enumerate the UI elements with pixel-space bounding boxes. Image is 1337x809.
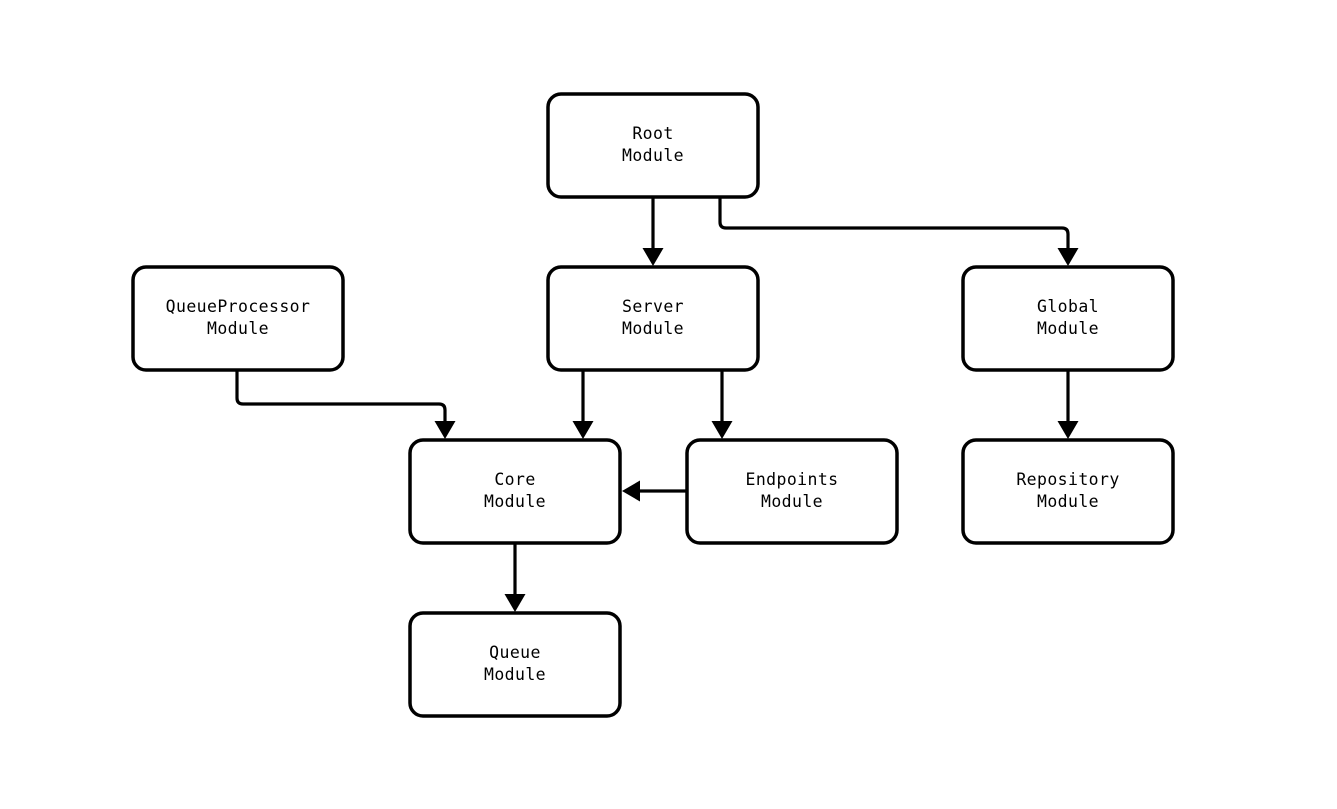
edge-core-to-queue	[504, 543, 526, 612]
node-label-line2: Module	[761, 492, 823, 511]
node-label-line2: Module	[484, 665, 546, 684]
edge-line	[718, 197, 1070, 252]
arrow-head-icon	[434, 421, 456, 439]
node-label-line1: Core	[494, 470, 535, 489]
node-label-line1: Queue	[489, 643, 541, 662]
node-box[interactable]	[961, 265, 1175, 372]
node-label-line1: Endpoints	[745, 470, 838, 489]
node-label-line2: Module	[207, 319, 269, 338]
edge-global-to-repository	[1057, 370, 1079, 439]
arrow-head-icon	[642, 248, 664, 266]
edge-queueprocessor-to-core	[235, 370, 456, 439]
node-label-line2: Module	[1037, 492, 1099, 511]
node-box[interactable]	[961, 438, 1175, 545]
node-label-line2: Module	[484, 492, 546, 511]
edges-layer	[235, 197, 1079, 612]
node-label-line2: Module	[622, 146, 684, 165]
edge-line	[235, 370, 447, 425]
arrow-head-icon	[1057, 421, 1079, 439]
node-box[interactable]	[546, 92, 760, 199]
node-label-line2: Module	[622, 319, 684, 338]
node-label-line1: Global	[1037, 297, 1099, 316]
node-label-line1: Repository	[1016, 470, 1119, 489]
node-box[interactable]	[408, 611, 622, 718]
nodes-layer: RootModuleQueueProcessorModuleServerModu…	[131, 92, 1175, 718]
node-box[interactable]	[131, 265, 345, 372]
node-box[interactable]	[685, 438, 899, 545]
edge-root-to-server	[642, 197, 664, 266]
node-box[interactable]	[408, 438, 622, 545]
arrow-head-icon	[572, 421, 594, 439]
edge-server-to-core	[572, 370, 594, 439]
arrow-head-icon	[504, 594, 526, 612]
edge-endpoints-to-core	[622, 480, 687, 502]
node-label-line2: Module	[1037, 319, 1099, 338]
node-label-line1: Server	[622, 297, 684, 316]
edge-root-to-global	[718, 197, 1079, 266]
arrow-head-icon	[622, 480, 640, 502]
arrow-head-icon	[711, 421, 733, 439]
edge-server-to-endpoints	[711, 370, 733, 439]
node-label-line1: QueueProcessor	[166, 297, 311, 316]
node-label-line1: Root	[632, 124, 673, 143]
arrow-head-icon	[1057, 248, 1079, 266]
node-box[interactable]	[546, 265, 760, 372]
